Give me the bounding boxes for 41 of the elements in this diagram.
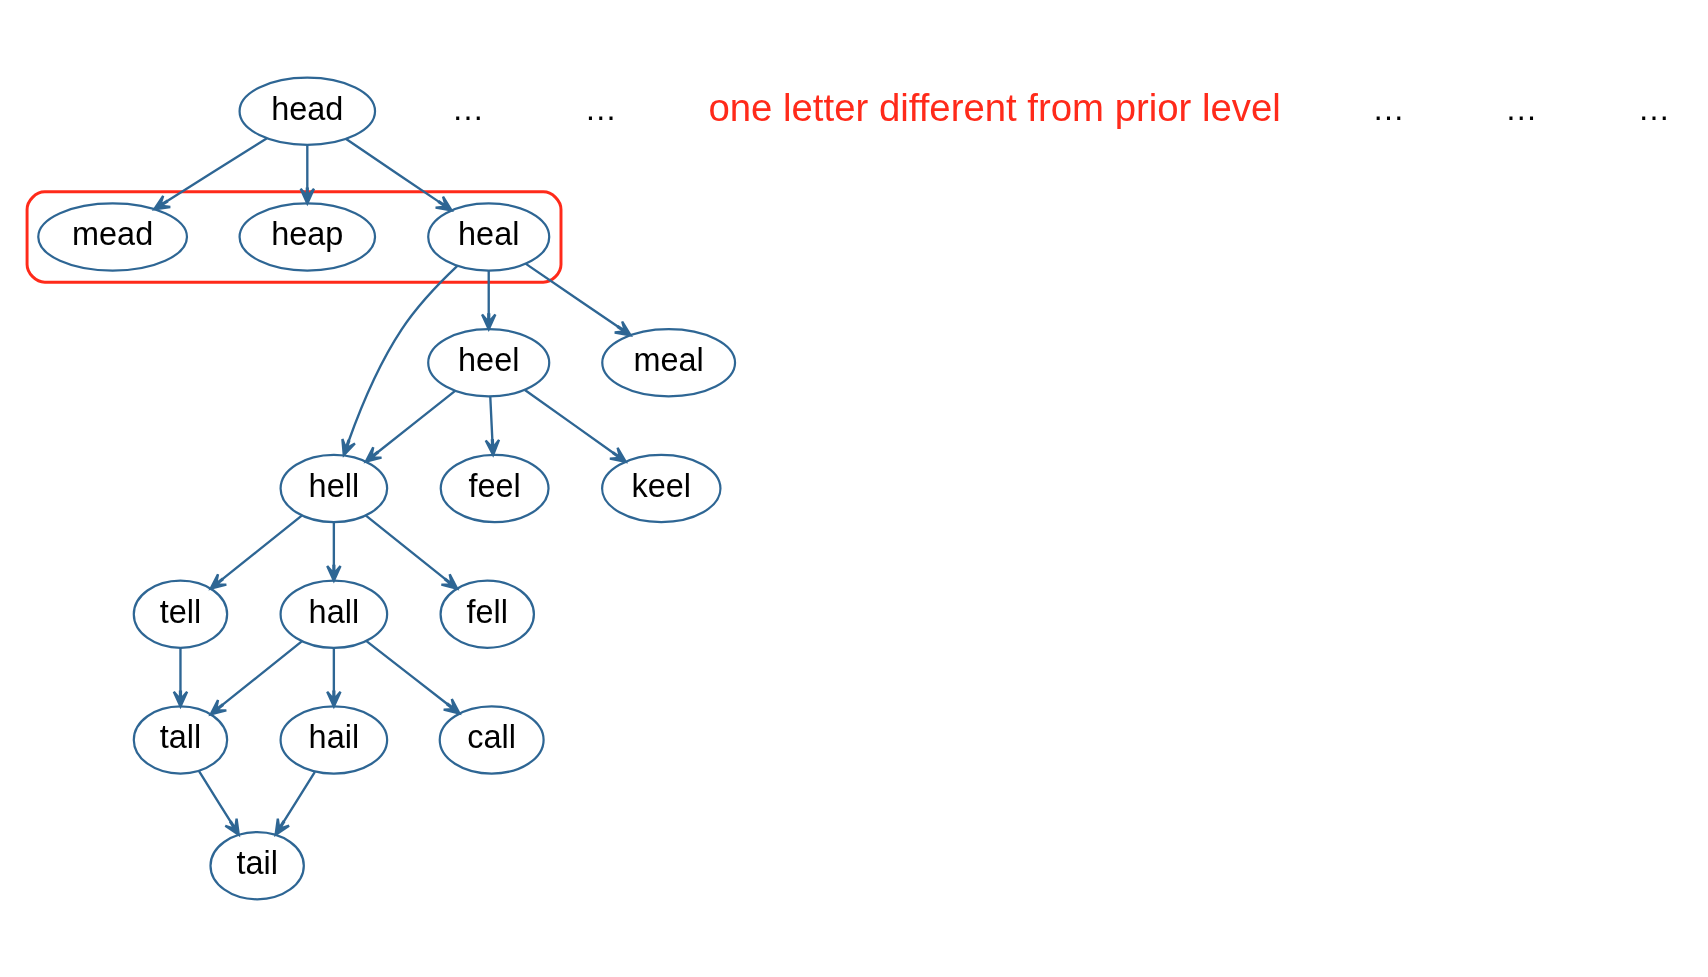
arrow	[152, 137, 268, 211]
label: one letter different from prior level	[707, 85, 1281, 129]
arrow	[340, 264, 458, 457]
arrow	[484, 396, 500, 457]
label: …	[1504, 90, 1537, 127]
node-ellipse: tell	[132, 579, 228, 649]
label: …	[451, 90, 484, 127]
arrow	[325, 648, 342, 708]
node-ellipse: mead	[36, 202, 188, 272]
node-ellipse: hell	[278, 453, 388, 524]
arrow	[208, 640, 303, 716]
label: …	[1371, 90, 1405, 127]
arrow	[364, 389, 456, 463]
node-ellipse: hail	[278, 705, 388, 775]
label: …	[1637, 90, 1670, 127]
node-ellipse: hall	[278, 579, 388, 649]
arrow	[523, 389, 627, 463]
arrow	[364, 514, 458, 590]
cluster	[25, 190, 562, 284]
arrow	[273, 771, 316, 836]
node-ellipse: tall	[132, 705, 228, 775]
node-ellipse: heap	[237, 202, 376, 272]
arrow	[197, 770, 240, 836]
node-ellipse: head	[237, 76, 376, 146]
node-ellipse: keel	[600, 453, 722, 524]
arrow	[325, 522, 342, 582]
label: …	[584, 90, 617, 127]
arrow	[208, 514, 303, 590]
node-ellipse: fell	[438, 579, 535, 649]
node-ellipse: feel	[439, 453, 550, 524]
node-ellipse: heal	[426, 202, 550, 272]
arrow	[172, 648, 188, 708]
arrow	[364, 639, 461, 715]
node-ellipse: meal	[600, 328, 736, 398]
arrow	[344, 137, 453, 212]
node-ellipse: tail	[208, 831, 305, 901]
node-ellipse: heel	[426, 328, 550, 398]
arrow	[480, 270, 497, 331]
arrow	[524, 262, 632, 337]
node-ellipse: call	[438, 705, 545, 775]
arrow	[299, 145, 315, 205]
